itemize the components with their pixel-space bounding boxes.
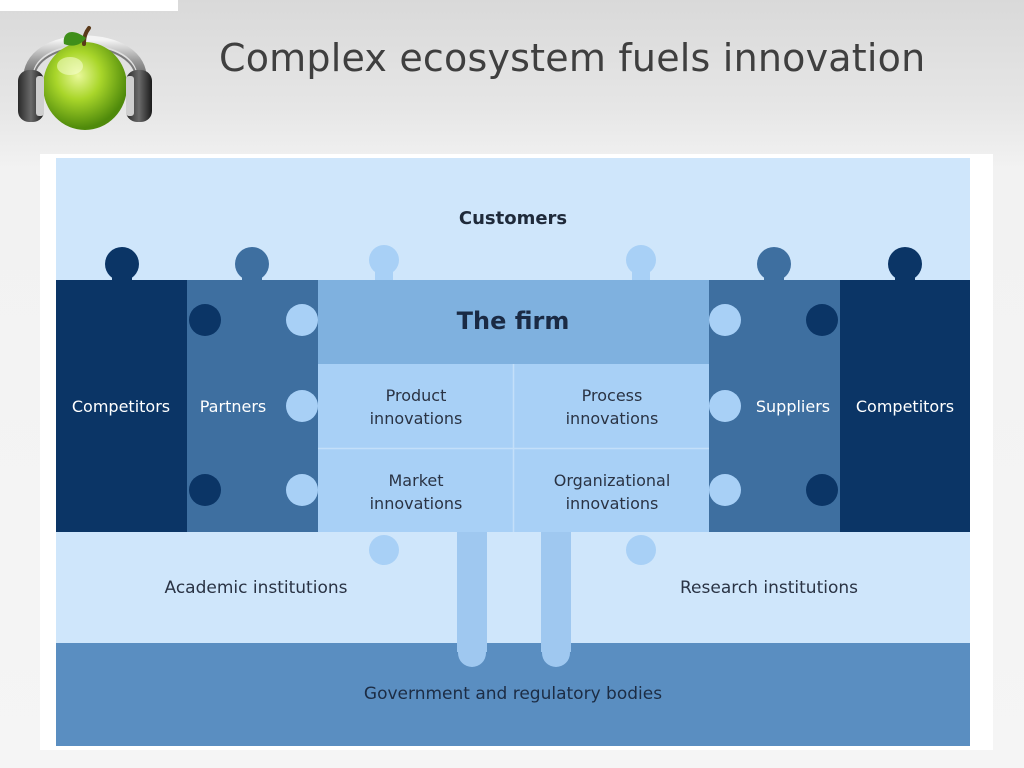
left-inner-top-neck	[242, 270, 262, 282]
government-band	[56, 643, 970, 746]
academic-label: Academic institutions	[165, 578, 348, 598]
slide-title: Complex ecosystem fuels innovation	[219, 36, 926, 80]
cell-process-line1: Process	[582, 386, 643, 405]
right-outer-label: Competitors	[856, 397, 954, 416]
firm-bottom-knob-right	[626, 535, 656, 565]
connector-bar-left	[457, 532, 487, 652]
right-lock-knob-top	[806, 304, 838, 336]
cell-product-line1: Product	[386, 386, 447, 405]
cell-product-bg	[318, 364, 513, 448]
cell-market-line1: Market	[389, 471, 444, 490]
firm-bottom-knob-left	[369, 535, 399, 565]
ecosystem-diagram: Customers The firm Competitors Partners …	[56, 158, 970, 746]
customers-band	[56, 158, 970, 280]
firm-knob-left-bottom	[286, 474, 318, 506]
firm-knob-right-bottom	[709, 474, 741, 506]
firm-top-neck-left	[375, 264, 393, 280]
apple-headphones-icon	[18, 26, 152, 130]
connector-knob-left	[458, 639, 486, 667]
firm-top-neck-right	[632, 264, 650, 280]
right-lock-knob-bottom	[806, 474, 838, 506]
right-outer-top-neck	[895, 270, 915, 282]
research-label: Research institutions	[680, 578, 858, 598]
left-outer-top-neck	[112, 270, 132, 282]
corner-tab	[0, 0, 178, 11]
cell-organizational-line1: Organizational	[554, 471, 671, 490]
connector-bar-right	[541, 532, 571, 652]
diagram-frame: Customers The firm Competitors Partners …	[40, 154, 993, 750]
connector-knob-right	[542, 639, 570, 667]
right-inner-label: Suppliers	[756, 397, 830, 416]
firm-label: The firm	[457, 307, 570, 335]
firm-knob-left-top	[286, 304, 318, 336]
firm-knob-left-mid	[286, 390, 318, 422]
cell-market-bg	[318, 449, 513, 532]
right-inner-top-neck	[764, 270, 784, 282]
cell-organizational-bg	[514, 449, 709, 532]
left-inner-label: Partners	[200, 397, 266, 416]
cell-organizational-line2: innovations	[566, 494, 659, 513]
cell-process-bg	[514, 364, 709, 448]
left-lock-knob-bottom	[189, 474, 221, 506]
left-outer-label: Competitors	[72, 397, 170, 416]
cell-product-line2: innovations	[370, 409, 463, 428]
customers-label: Customers	[459, 208, 567, 229]
firm-knob-right-top	[709, 304, 741, 336]
left-lock-knob-top	[189, 304, 221, 336]
left-outer-piece	[56, 280, 187, 532]
firm-knob-right-mid	[709, 390, 741, 422]
institutions-band	[56, 532, 970, 644]
firm-header	[318, 280, 709, 364]
cell-market-line2: innovations	[370, 494, 463, 513]
right-outer-piece	[840, 280, 970, 532]
cell-process-line2: innovations	[566, 409, 659, 428]
government-label: Government and regulatory bodies	[364, 684, 662, 704]
